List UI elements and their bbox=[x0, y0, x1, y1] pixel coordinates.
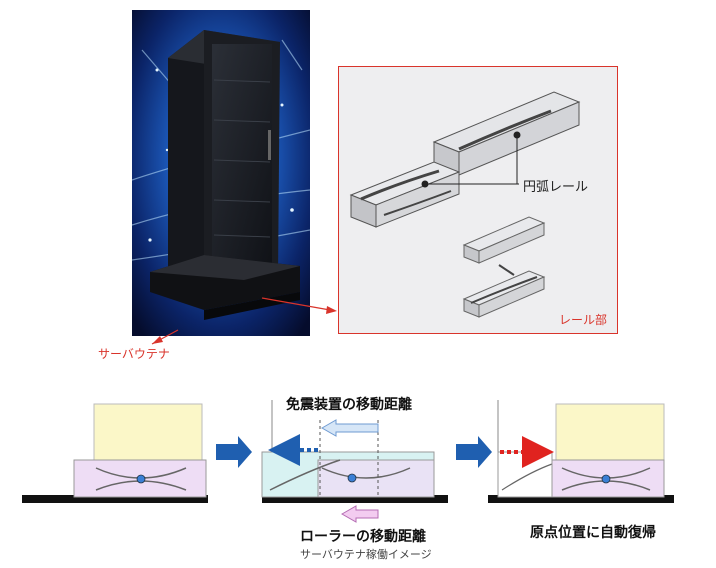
state-rest bbox=[22, 403, 208, 503]
transition-arrow-1 bbox=[216, 436, 252, 468]
rail-assembly-illustration bbox=[349, 91, 581, 228]
operation-caption: サーバウテナ稼働イメージ bbox=[300, 548, 432, 561]
isolator-travel-label: 免震装置の移動距離 bbox=[286, 397, 412, 413]
rail-detail-panel: 円弧レール レール部 bbox=[338, 66, 618, 334]
state-returned bbox=[488, 400, 674, 503]
server-rack-photo bbox=[132, 10, 310, 336]
state-shifted bbox=[261, 400, 448, 523]
transition-arrow-2 bbox=[456, 436, 492, 468]
photo-label: サーバウテナ bbox=[98, 347, 170, 361]
roller-travel-label: ローラーの移動距離 bbox=[300, 529, 426, 545]
arc-rail-label: 円弧レール bbox=[523, 180, 589, 195]
operation-diagram bbox=[22, 400, 674, 523]
rail-part-label: レール部 bbox=[559, 313, 608, 327]
auto-return-label: 原点位置に自動復帰 bbox=[530, 525, 656, 541]
